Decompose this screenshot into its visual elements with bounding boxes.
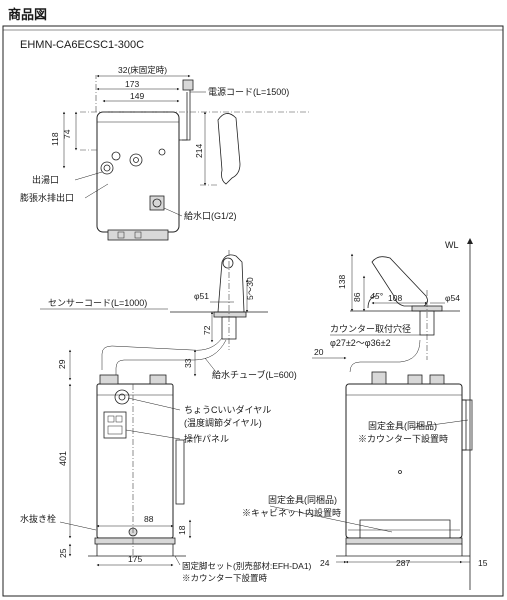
dim-138: 138 [337,275,347,289]
dim-88: 88 [144,514,154,524]
top-view: 32(床固定時) 173 149 74 118 214 電源コード(L=1500… [20,65,310,241]
label-supply-tube: 給水チューブ(L=600) [212,369,297,380]
dim-214: 214 [194,144,204,158]
label-under-counter: ※カウンター下設置時 [182,573,268,583]
model-number: EHMN-CA6ECSC1-300C [20,39,144,51]
dim-173: 173 [125,79,139,89]
label-bracket1: 固定金具(同梱品) [368,420,437,431]
label-counter-hole: カウンター取付穴径 [330,323,411,334]
label-dial-sub: (温度調節ダイヤル) [184,417,262,428]
dim-175: 175 [128,554,142,564]
label-expansion-drain: 膨張水排出口 [20,192,74,203]
dim-phi51: φ51 [194,291,209,301]
label-outlet: 出湯口 [32,174,59,185]
label-bracket2-note: ※キャビネット内設置時 [242,507,341,518]
label-hole-size: φ27±2〜φ36±2 [330,338,391,348]
label-bracket2: 固定金具(同梱品) [268,494,337,505]
front-view: 5〜30 φ51 72 29 401 25 33 88 18 175 センサーコ… [20,250,312,583]
dim-149: 149 [130,91,144,101]
dim-74: 74 [62,129,72,139]
dim-118: 118 [50,132,60,146]
label-drain-plug: 水抜き栓 [20,513,56,524]
dim-29: 29 [57,359,67,369]
side-view: WL 138 86 45° 108 φ54 カウンター取付穴径 φ27±2〜φ3… [242,238,488,590]
dim-108: 108 [388,293,402,303]
dim-86: 86 [352,292,362,302]
drawing-frame [2,25,504,597]
label-bracket-set: 固定脚セット(別売部材:EFH-DA1) [182,561,312,571]
dim-25: 25 [58,548,68,558]
label-wl: WL [445,240,459,250]
dim-24: 24 [320,558,330,568]
dim-33: 33 [183,358,193,368]
label-panel: 操作パネル [184,433,229,444]
label-dial: ちょうCいいダイヤル [184,404,271,415]
label-sensor-cord: センサーコード(L=1000) [48,298,147,308]
dim-18: 18 [177,525,187,535]
label-water-inlet: 給水口(G1/2) [184,210,237,221]
dim-401: 401 [58,451,68,466]
dim-15: 15 [478,558,488,568]
page-title: 商品図 [8,7,47,22]
dim-45deg: 45° [370,291,383,301]
dim-287: 287 [396,558,410,568]
dim-5-30: 5〜30 [245,277,255,300]
dim-32: 32(床固定時) [118,65,167,75]
label-bracket1-note: ※カウンター下設置時 [358,433,448,444]
dim-72: 72 [202,325,212,335]
dim-20: 20 [314,347,324,357]
dim-phi54: φ54 [445,293,460,303]
label-power-cord: 電源コード(L=1500) [208,87,289,97]
